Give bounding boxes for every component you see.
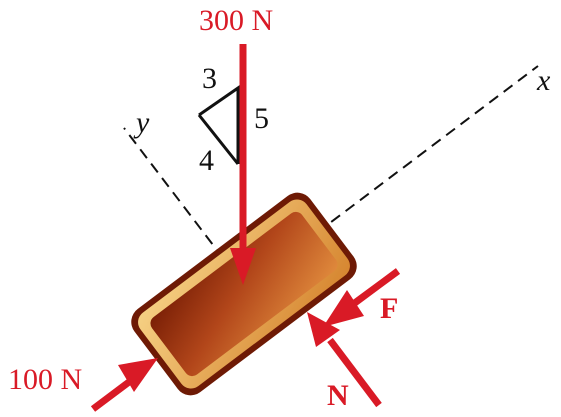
friction-arrow: [323, 268, 401, 327]
axis-x-label: x: [536, 64, 551, 97]
slope-triangle: [197, 85, 240, 165]
slope-label-3: 3: [202, 62, 217, 95]
friction-label: F: [380, 292, 398, 325]
force-100n-arrow: [90, 358, 158, 412]
y-axis-line: [123, 127, 246, 288]
normal-label: N: [327, 379, 349, 412]
slope-label-5: 5: [254, 102, 269, 135]
force-300n-label: 300 N: [199, 4, 273, 37]
axis-y-label: y: [133, 106, 150, 139]
normal-arrow: [307, 312, 382, 408]
force-100n-label: 100 N: [8, 363, 82, 396]
block: [131, 192, 357, 396]
slope-label-4: 4: [199, 144, 214, 177]
force-300n-arrow: [230, 44, 256, 285]
